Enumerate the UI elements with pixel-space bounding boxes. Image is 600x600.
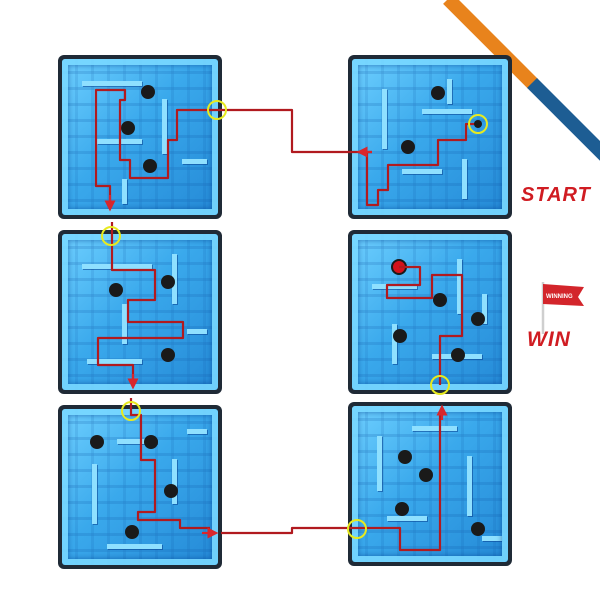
- maze-panel-top-right: [348, 55, 512, 219]
- route-middle-right: [385, 265, 464, 385]
- maze-panel-middle-left: [58, 230, 222, 394]
- route-middle-left: [96, 222, 185, 382]
- marker-ring-middle-right-exit: [430, 375, 450, 395]
- start-label: START: [521, 184, 591, 206]
- route-bottom-right: [357, 412, 442, 552]
- balls-bottom-right: [395, 450, 485, 536]
- maze-board: [352, 406, 508, 562]
- balls-top-left: [121, 85, 157, 173]
- balls-middle-right: [393, 293, 485, 362]
- balls-middle-left: [109, 275, 175, 362]
- route-bottom-left: [129, 398, 210, 530]
- maze-board: [62, 234, 218, 390]
- route-connector-top: [221, 108, 372, 154]
- win-label: WIN: [527, 328, 571, 351]
- maze-panel-bottom-right: [348, 402, 512, 566]
- marker-ring-middle-left-entry: [101, 226, 121, 246]
- marker-ring-bottom-right-entry: [347, 519, 367, 539]
- marker-ring-top-left-exit: [207, 100, 227, 120]
- balls-bottom-left: [90, 435, 178, 539]
- winning-flag-icon: WINNING: [541, 282, 584, 334]
- route-connector-bottom: [221, 526, 357, 535]
- start-ball-top-right: [474, 120, 482, 128]
- route-top-right: [365, 122, 478, 207]
- balls-top-right: [401, 86, 445, 154]
- maze-panel-middle-right: [348, 230, 512, 394]
- marker-ring-bottom-left-entry: [121, 401, 141, 421]
- maze-board: [352, 234, 508, 390]
- maze-board: [352, 59, 508, 215]
- marker-ring-start-ball: [468, 114, 488, 134]
- route-top-left: [94, 88, 221, 203]
- flag-text: WINNING: [546, 294, 573, 300]
